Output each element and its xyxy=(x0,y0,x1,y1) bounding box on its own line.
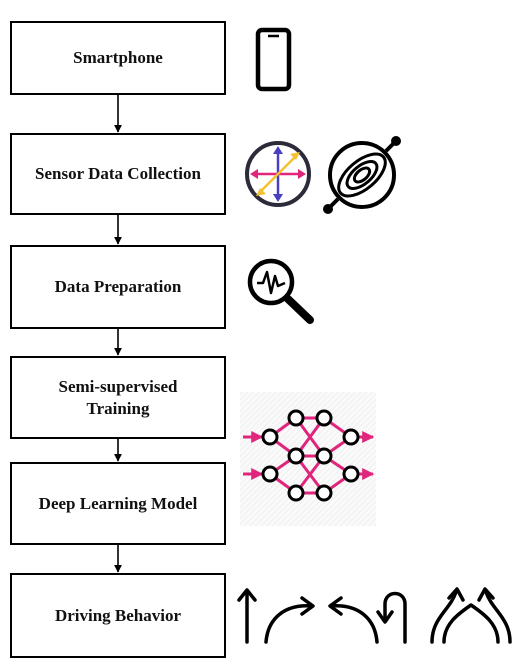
step-label: Sensor Data Collection xyxy=(35,164,201,184)
left-turn-icon xyxy=(328,596,379,644)
step-driving-behavior: Driving Behavior xyxy=(10,573,226,658)
step-label: Semi-supervised Training xyxy=(58,377,178,418)
gyroscope-icon xyxy=(323,136,401,214)
step-label: Driving Behavior xyxy=(54,605,182,625)
step-deep-learning-model: Deep Learning Model xyxy=(10,462,226,545)
step-label: Smartphone xyxy=(73,48,163,68)
step-data-preparation: Data Preparation xyxy=(10,245,226,329)
signal-magnifier-icon xyxy=(247,258,314,324)
lane-split-icon xyxy=(430,587,512,644)
smartphone-icon xyxy=(255,27,292,92)
neural-network-icon xyxy=(240,392,376,526)
step-semi-supervised-training: Semi-supervised Training xyxy=(10,356,226,439)
step-smartphone: Smartphone xyxy=(10,21,226,95)
step-sensor-data-collection: Sensor Data Collection xyxy=(10,133,226,215)
right-turn-icon xyxy=(264,596,315,644)
u-turn-icon xyxy=(376,591,407,644)
accelerometer-icon xyxy=(245,141,311,207)
step-label: Deep Learning Model xyxy=(38,493,198,513)
straight-arrow-icon xyxy=(237,588,257,644)
step-label: Data Preparation xyxy=(54,277,182,297)
